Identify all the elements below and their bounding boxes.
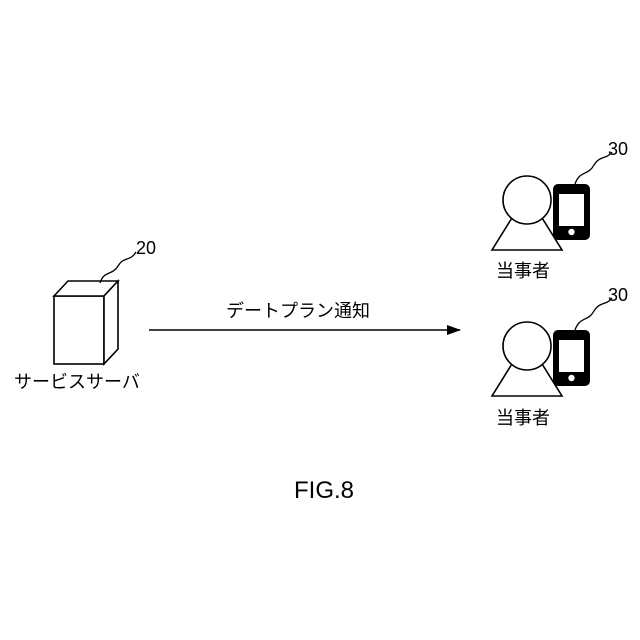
smartphone-icon: [553, 184, 590, 240]
server-ref-number: 20: [136, 238, 156, 258]
arrow-label: デートプラン通知: [226, 302, 370, 322]
server-box-icon: [54, 281, 118, 364]
person-icon: [492, 176, 562, 250]
party-2-label: 当事者: [496, 409, 550, 429]
party-2-ref-number: 30: [608, 285, 628, 305]
server-ref-leader: [100, 252, 136, 283]
party-1-ref-leader: [575, 152, 612, 184]
party-1-ref-number: 30: [608, 139, 628, 159]
person-icon: [492, 322, 562, 396]
server-label: サービスサーバ: [14, 373, 140, 393]
party-2-ref-leader: [575, 298, 612, 330]
party-1-label: 当事者: [496, 262, 550, 282]
smartphone-icon: [553, 330, 590, 386]
figure-caption: FIG.8: [294, 477, 354, 505]
